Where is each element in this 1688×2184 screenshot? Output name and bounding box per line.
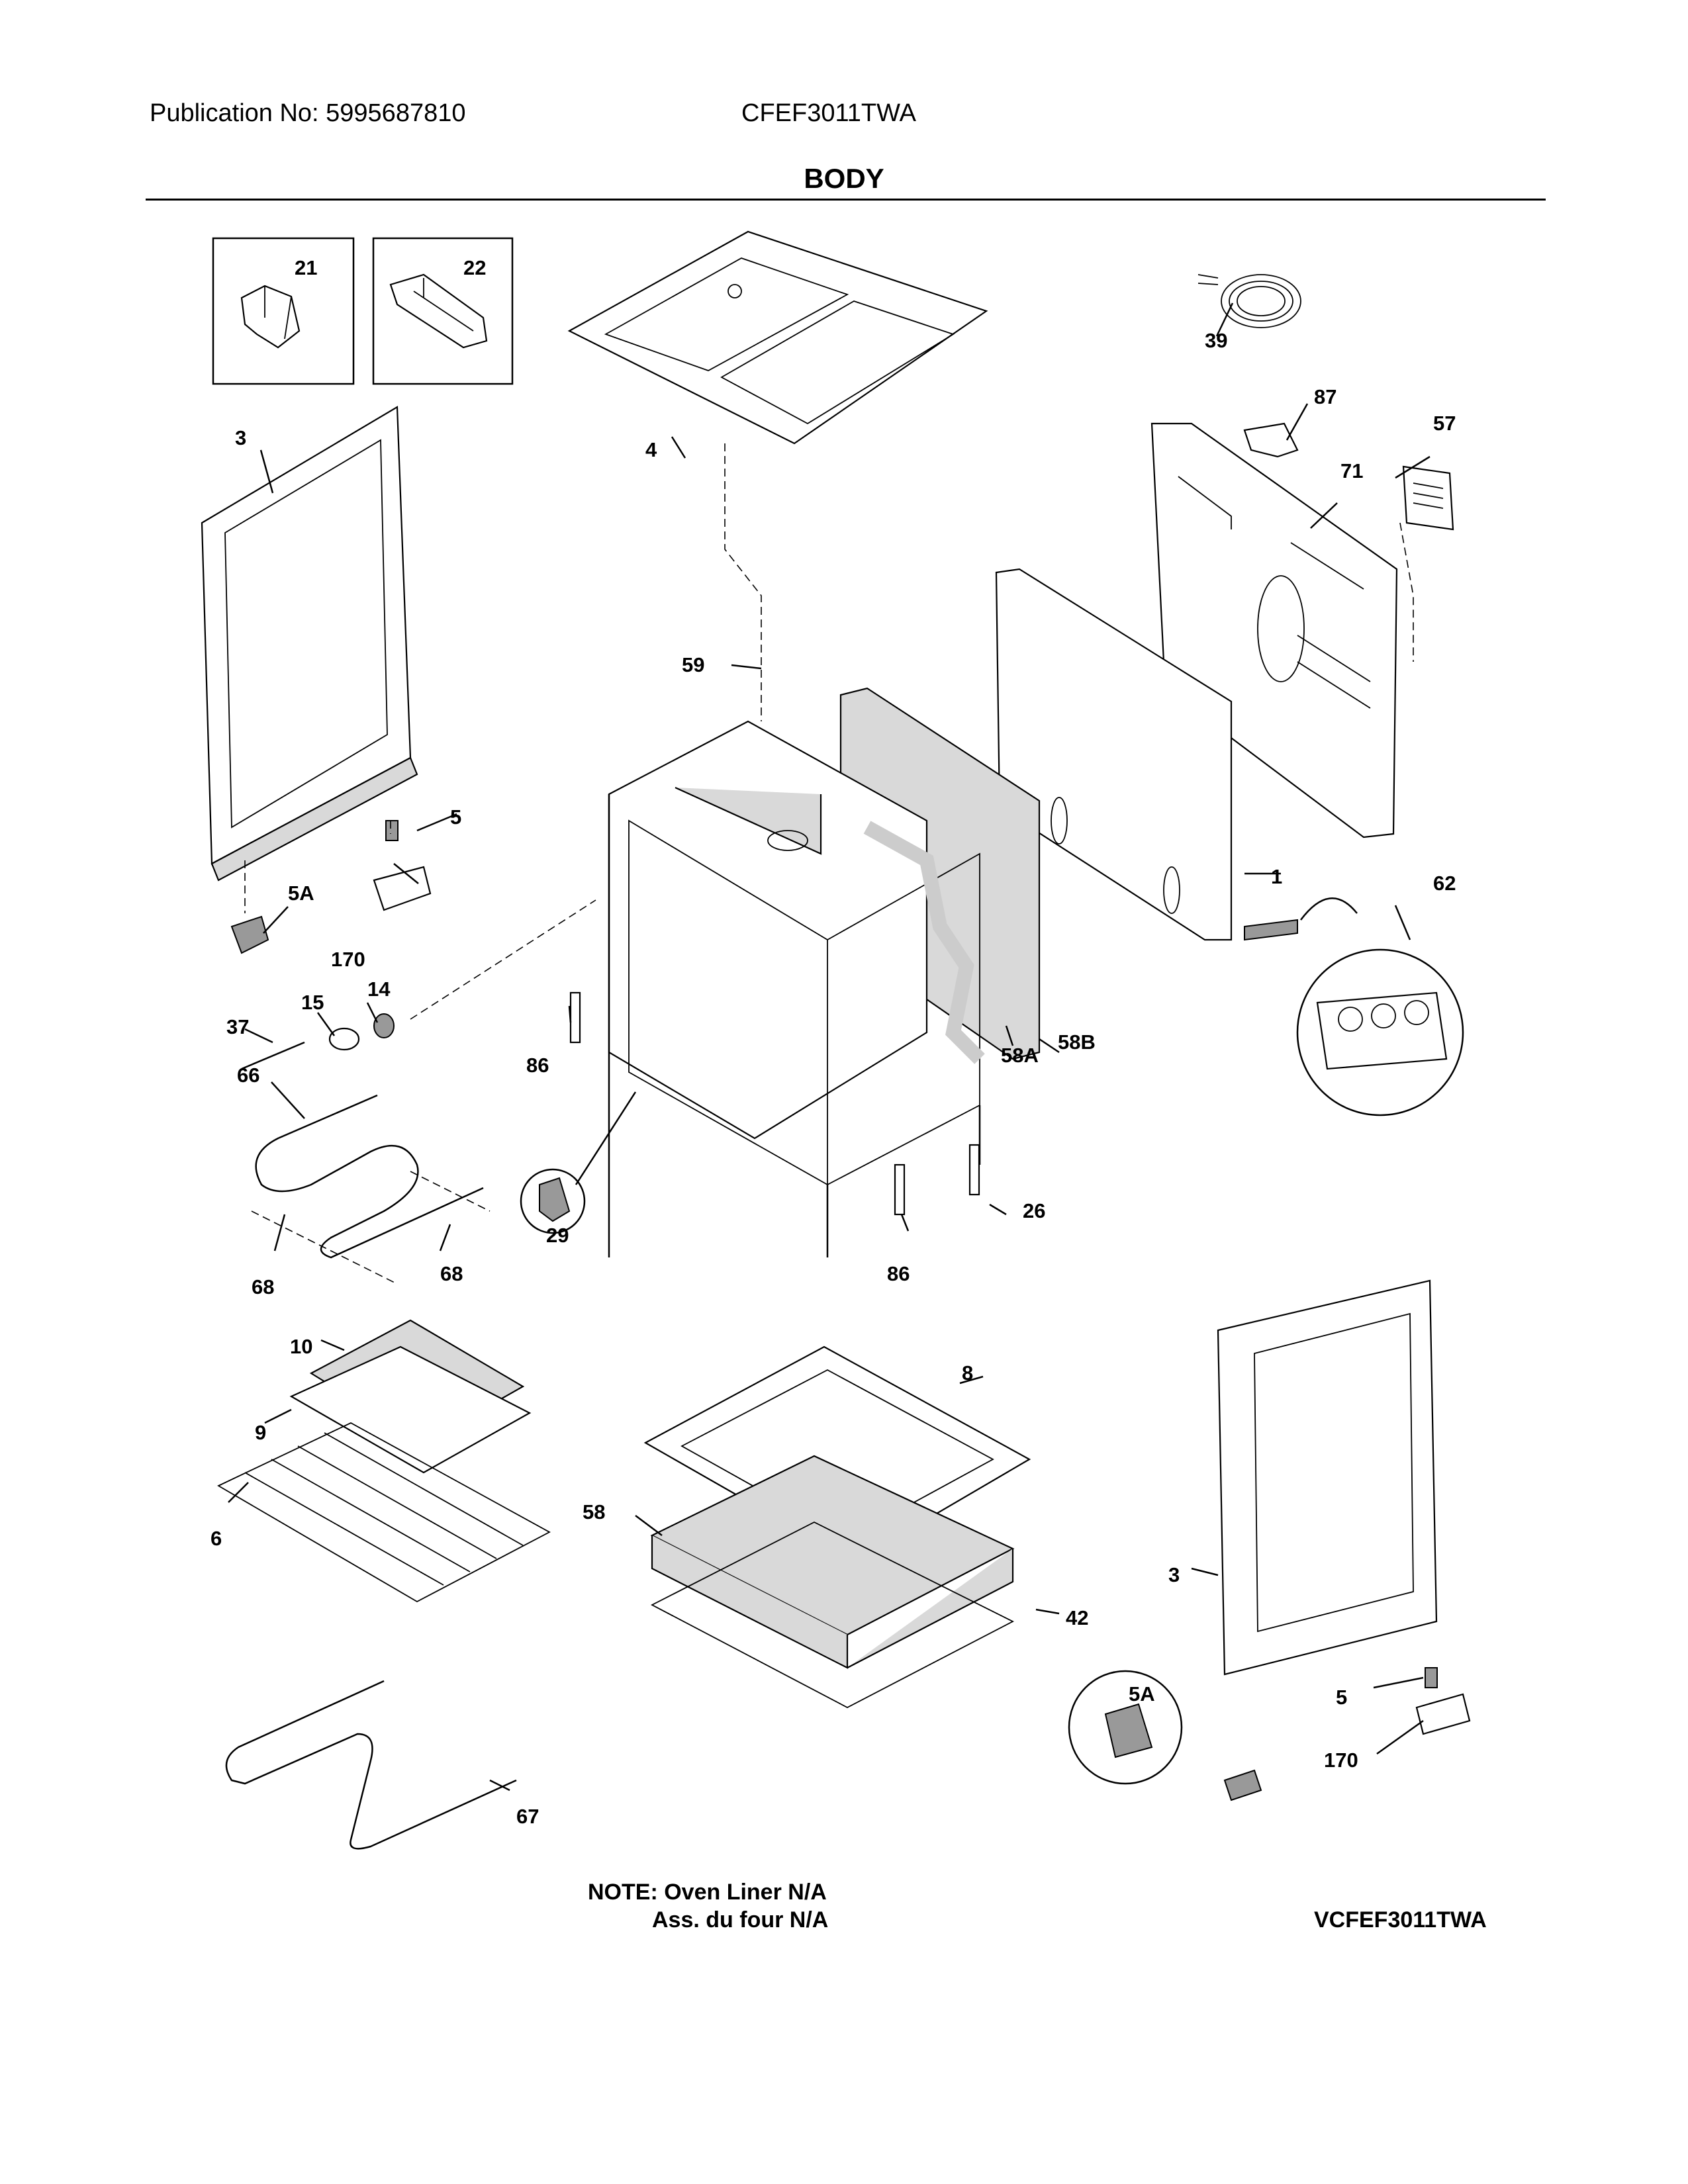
callout-67: 67 [516,1805,539,1828]
callout-170-left: 170 [331,948,365,971]
section-title: BODY [804,163,884,194]
callout-22: 22 [463,256,486,279]
part-37-sensor [241,1041,305,1070]
part-86-hinge-receptacle [569,991,906,1216]
part-3-side-panel-right [1217,1279,1438,1676]
callout-10: 10 [290,1335,312,1358]
callout-86-upper: 86 [526,1054,549,1077]
part-6-oven-rack [217,1422,551,1603]
part-39-power-cord [1197,274,1301,328]
part-29-detail [520,1091,637,1234]
callout-15: 15 [301,991,324,1014]
callout-39: 39 [1205,329,1227,352]
callout-8: 8 [962,1361,973,1385]
callout-5A-right: 5A [1129,1682,1155,1706]
callout-5-right: 5 [1336,1686,1347,1709]
callout-62: 62 [1433,872,1456,895]
callout-59: 59 [682,653,704,676]
part-22-inset [372,237,514,385]
part-170-bracket-left [373,866,432,911]
callout-14: 14 [367,978,391,1001]
part-66-broil-element [255,1094,484,1259]
part-4-top-panel [567,230,988,445]
part-67-bake-element [225,1680,517,1850]
part-5-leveling-leg-left [385,820,399,841]
callout-170-right: 170 [1324,1749,1358,1772]
callout-58B: 58B [1058,1030,1096,1054]
part-58-insulation-pad [650,1455,1015,1669]
part-87-bracket [1243,422,1299,458]
callout-37: 37 [226,1015,249,1038]
callout-58: 58 [583,1500,605,1524]
callout-86-lower: 86 [887,1262,910,1285]
callout-57: 57 [1433,412,1456,435]
callout-87: 87 [1314,385,1336,408]
callout-3-right: 3 [1168,1563,1180,1586]
leader-lines [228,302,1430,1792]
callout-58A: 58A [1001,1044,1039,1067]
callout-9: 9 [255,1421,266,1444]
part-21-inset [212,237,355,385]
callout-5A-left: 5A [288,882,314,905]
callout-66: 66 [237,1064,259,1087]
main-cabinet [608,720,985,1257]
callout-6: 6 [211,1527,222,1550]
footer-note-line-1: NOTE: Oven Liner N/A [588,1880,827,1905]
part-62-terminal-block [1244,897,1464,1116]
callout-1: 1 [1271,865,1282,888]
publication-number: Publication No: 5995687810 [150,99,466,127]
callout-71: 71 [1340,459,1363,482]
part-5A-leg-base-left [230,915,269,954]
part-170-bracket-right [1415,1693,1471,1735]
part-26-hinge-receptacle [968,1144,980,1196]
callout-68-left: 68 [252,1275,274,1298]
part-68-insulation-strips [251,1171,491,1285]
callout-21: 21 [295,256,317,279]
part-5A-leg-base-detail [1068,1670,1262,1801]
diagram-code: VCFEF3011TWA [1314,1907,1487,1933]
callout-3-left: 3 [235,426,246,449]
part-9-broil-pan [289,1345,532,1474]
header-rule [146,199,1546,201]
callout-26: 26 [1023,1199,1045,1222]
callout-5-left: 5 [450,805,461,829]
part-3-side-panel-left [201,406,418,882]
part-14-lamp-socket [373,1013,395,1038]
part-15-lamp-bulb [328,1027,360,1051]
part-42-bottom-panel [651,1521,1014,1709]
part-5-leveling-leg-right [1425,1667,1438,1688]
part-57-vent-cover [1402,465,1454,531]
callout-68-right: 68 [440,1262,463,1285]
callout-42: 42 [1066,1606,1088,1629]
model-number: CFEF3011TWA [741,99,916,127]
footer-note-line-2: Ass. du four N/A [652,1907,829,1933]
callout-29: 29 [546,1224,569,1247]
callout-4: 4 [645,438,657,461]
